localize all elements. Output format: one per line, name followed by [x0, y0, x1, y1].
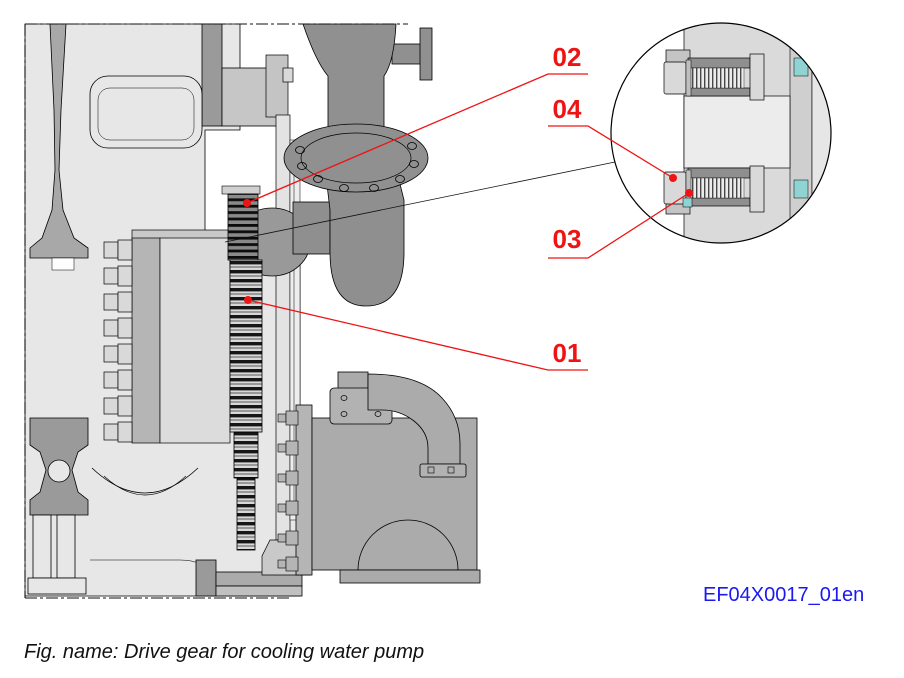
detail-bolt-top	[663, 53, 765, 101]
pipe-flange-inner	[300, 132, 412, 184]
technical-drawing	[24, 22, 832, 599]
detail-ring-1	[789, 23, 813, 243]
pump-dome	[357, 519, 459, 571]
detail-teal-bottom	[793, 179, 809, 199]
figure-caption: Fig. name: Drive gear for cooling water …	[24, 641, 425, 663]
detail-bolt-bottom	[663, 165, 765, 213]
block-leg-left	[32, 514, 52, 579]
pump-elbow-flange	[419, 463, 467, 478]
pump-elbow-flange-hole-1	[427, 466, 435, 474]
detail-shaft	[683, 95, 791, 169]
pump-flange-bolts	[277, 410, 299, 572]
block-bottom-step	[195, 559, 217, 597]
pinion-gear	[227, 193, 259, 261]
marker-dot-04	[669, 174, 677, 182]
pipe-lower-body	[325, 175, 405, 307]
large-gear-band-low	[236, 477, 256, 551]
drawing-id: EF04X0017_01en	[703, 584, 865, 606]
detail-ring-2	[811, 23, 831, 243]
hub-cylinder	[159, 237, 231, 444]
plate-top-piece	[265, 54, 289, 118]
pump-elbow-flange-hole-2	[447, 466, 455, 474]
pinion-step	[221, 185, 261, 195]
block-column	[29, 23, 89, 259]
callout-label-04: 04	[552, 94, 582, 124]
block-column-notch	[51, 257, 75, 271]
pipe-mount-bracket	[292, 201, 331, 255]
phantom-border	[24, 23, 408, 599]
block-cavity-outer	[89, 75, 203, 149]
pipe-assembly	[283, 23, 433, 307]
hub-flange-band	[131, 237, 161, 444]
marker-dot-01	[244, 296, 252, 304]
hub-bolt-column	[103, 239, 133, 443]
plate-bolt	[282, 67, 294, 83]
cooling-water-pump	[277, 371, 481, 584]
block-leg-right	[56, 514, 76, 579]
detail-circle-outline	[610, 22, 832, 244]
detail-reference-line	[224, 161, 616, 243]
leader-03	[548, 192, 690, 259]
pipe-branch	[391, 43, 423, 65]
pipe-branch-flange	[419, 27, 433, 81]
marker-dot-03	[685, 189, 693, 197]
pump-inlet-stub	[337, 371, 369, 391]
bearing-arc-inner	[103, 475, 187, 496]
leader-01	[247, 299, 588, 371]
block-cavity-inner	[97, 87, 195, 141]
callout-leaders	[224, 73, 693, 371]
block-bottom-rail-2	[215, 585, 303, 597]
detail-teal-top	[793, 57, 809, 77]
pump-base	[339, 569, 481, 584]
block-top-wedge	[201, 23, 223, 127]
leader-04	[548, 125, 674, 179]
crank-hub	[103, 229, 231, 444]
detail-view	[610, 22, 832, 244]
conrod-bore	[47, 459, 71, 483]
gear-train	[221, 185, 311, 551]
bearing-arc-outer	[91, 467, 199, 494]
callout-label-02: 02	[552, 42, 582, 72]
large-gear-band-mid	[233, 431, 259, 479]
large-gear-band	[229, 259, 263, 433]
pipe-flange-bolt-holes	[295, 142, 419, 192]
block-foot	[27, 577, 87, 595]
marker-dot-02	[243, 199, 251, 207]
pump-flange-strip	[295, 404, 313, 576]
callout-label-03: 03	[552, 224, 582, 254]
callout-label-01: 01	[552, 338, 582, 368]
leader-02	[246, 73, 588, 204]
